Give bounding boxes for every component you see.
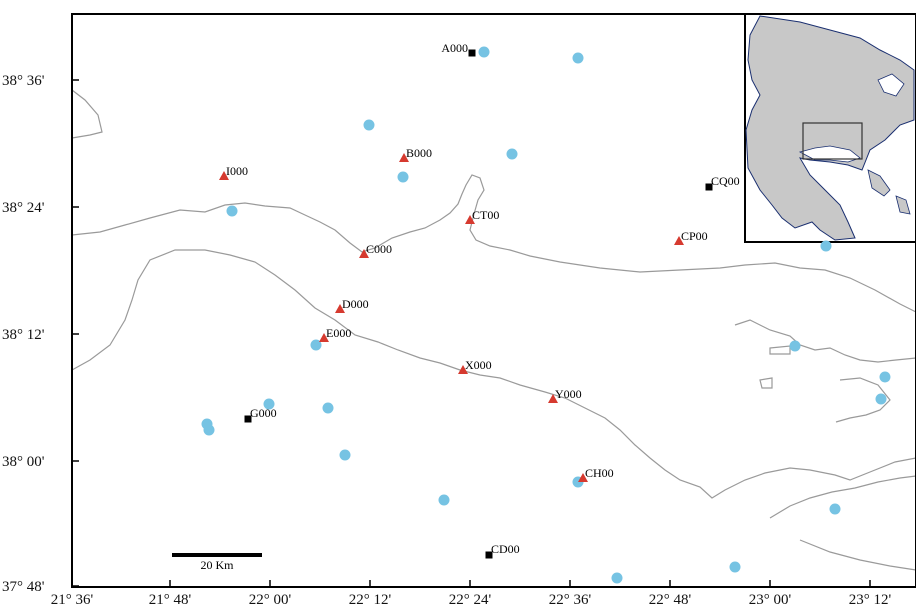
map-frame: [71, 13, 916, 588]
lat-tick-label: 38° 12': [2, 327, 45, 343]
circle-stations: [201, 46, 891, 584]
lon-tick-label: 23° 12': [849, 592, 892, 607]
triangle-station: B000: [399, 146, 432, 162]
triangle-station: C000: [359, 242, 392, 258]
square-station-marker: [244, 415, 252, 423]
station-label: CQ00: [711, 174, 740, 188]
triangle-station-marker: [399, 153, 409, 162]
station-label: I000: [226, 164, 248, 178]
triangle-station: CT00: [465, 208, 499, 224]
square-station: CD00: [485, 542, 520, 559]
square-station: A000: [441, 41, 476, 57]
lon-tick-label: 21° 36': [51, 592, 94, 607]
station-label: C000: [366, 242, 392, 256]
triangle-station: D000: [335, 297, 369, 313]
triangle-station-marker: [219, 171, 229, 180]
station-label: CP00: [681, 229, 708, 243]
lon-tick-label: 22° 00': [249, 592, 292, 607]
circle-station-marker: [829, 503, 841, 515]
triangle-station-marker: [319, 333, 329, 342]
circle-station-marker: [789, 340, 801, 352]
circle-station-marker: [879, 371, 891, 383]
circle-station-marker: [729, 561, 741, 573]
station-label: X000: [465, 358, 492, 372]
triangle-station: I000: [219, 164, 248, 180]
lat-tick-label: 38° 36': [2, 73, 45, 89]
triangle-station-marker: [674, 236, 684, 245]
circle-station-marker: [310, 339, 322, 351]
circle-station-marker: [875, 393, 887, 405]
lon-tick-label: 23° 00': [749, 592, 792, 607]
triangle-station-marker: [578, 473, 588, 482]
axis-ticks: 38° 36' 38° 24' 38° 12' 38° 00' 37° 48' 21° 3…: [2, 73, 892, 607]
circle-station-marker: [478, 46, 490, 58]
station-label: CD00: [491, 542, 520, 556]
triangle-station-marker: [548, 394, 558, 403]
station-label: B000: [406, 146, 432, 160]
station-label: CH00: [585, 466, 614, 480]
inset-study-area-box: [802, 122, 863, 160]
lon-tick-label: 21° 48': [149, 592, 192, 607]
triangle-station-marker: [335, 304, 345, 313]
circle-station-marker: [397, 171, 409, 183]
circle-station-marker: [572, 52, 584, 64]
inset-map: [744, 13, 916, 243]
lon-tick-label: 22° 24': [449, 592, 492, 607]
triangle-station-marker: [359, 249, 369, 258]
triangle-station-marker: [458, 365, 468, 374]
triangle-station: E000: [319, 326, 351, 342]
square-station-marker: [485, 551, 493, 559]
circle-station-marker: [322, 402, 334, 414]
station-label: E000: [326, 326, 351, 340]
station-label: CT00: [472, 208, 499, 222]
station-label: A000: [441, 41, 468, 55]
triangle-station: X000: [458, 358, 492, 374]
circle-station-marker: [263, 398, 275, 410]
square-station-marker: [705, 183, 713, 191]
square-station-marker: [468, 49, 476, 57]
triangle-station: Y000: [548, 387, 582, 403]
station-label: G000: [250, 406, 277, 420]
lat-tick-label: 37° 48': [2, 579, 45, 595]
lat-tick-label: 38° 24': [2, 200, 45, 216]
circle-station-marker: [226, 205, 238, 217]
scale-bar: 20 Km: [172, 553, 262, 572]
circle-station-marker: [363, 119, 375, 131]
circle-station-marker: [611, 572, 623, 584]
circle-station-marker: [438, 494, 450, 506]
lat-tick-label: 38° 00': [2, 454, 45, 470]
triangle-station-marker: [465, 215, 475, 224]
circle-station-marker: [339, 449, 351, 461]
station-label: Y000: [555, 387, 582, 401]
coastlines: [71, 89, 916, 571]
circle-station-marker: [506, 148, 518, 160]
station-label: D000: [342, 297, 369, 311]
lon-tick-label: 22° 36': [549, 592, 592, 607]
triangle-station: CH00: [578, 466, 614, 482]
triangle-station: CP00: [674, 229, 708, 245]
square-station: CQ00: [705, 174, 740, 191]
lon-tick-label: 22° 48': [649, 592, 692, 607]
scale-bar-label: 20 Km: [201, 558, 235, 572]
square-station: G000: [244, 406, 277, 423]
circle-station-marker: [203, 424, 215, 436]
lon-tick-label: 22° 12': [349, 592, 392, 607]
circle-station-marker: [820, 240, 832, 252]
